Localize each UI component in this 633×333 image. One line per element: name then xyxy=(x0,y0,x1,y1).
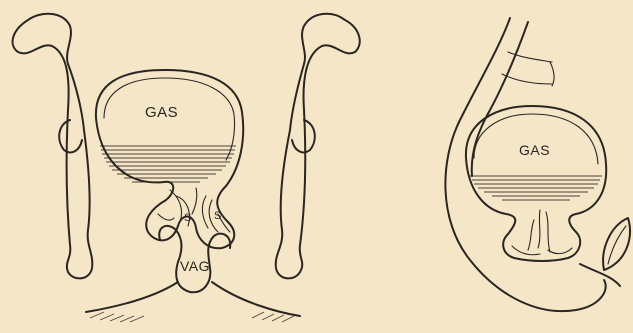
right-fluid-level xyxy=(470,176,602,200)
sacral-curve-outer xyxy=(445,18,605,311)
floor-hatching xyxy=(90,312,294,322)
anal-passage-curve xyxy=(580,264,620,286)
right-figure xyxy=(445,18,630,311)
left-figure xyxy=(13,14,360,322)
left-gas-label: GAS xyxy=(145,104,178,121)
right-gas-label: GAS xyxy=(519,142,550,158)
right-bone-notch xyxy=(292,120,315,152)
right-sphincter-texture xyxy=(512,210,572,255)
perineum-curve xyxy=(86,282,178,312)
right-s-label: S xyxy=(214,210,222,222)
vertebra-line-3 xyxy=(550,62,554,86)
right-pelvic-bone xyxy=(276,14,360,279)
perineum-curve-right xyxy=(212,282,300,316)
left-s-label: S xyxy=(184,212,192,224)
left-bone-notch xyxy=(59,120,82,152)
vag-label: VAG xyxy=(180,258,210,274)
fold-shape-inner xyxy=(608,226,626,264)
left-fluid-level xyxy=(100,146,236,182)
vertebra-line-2 xyxy=(502,74,552,84)
